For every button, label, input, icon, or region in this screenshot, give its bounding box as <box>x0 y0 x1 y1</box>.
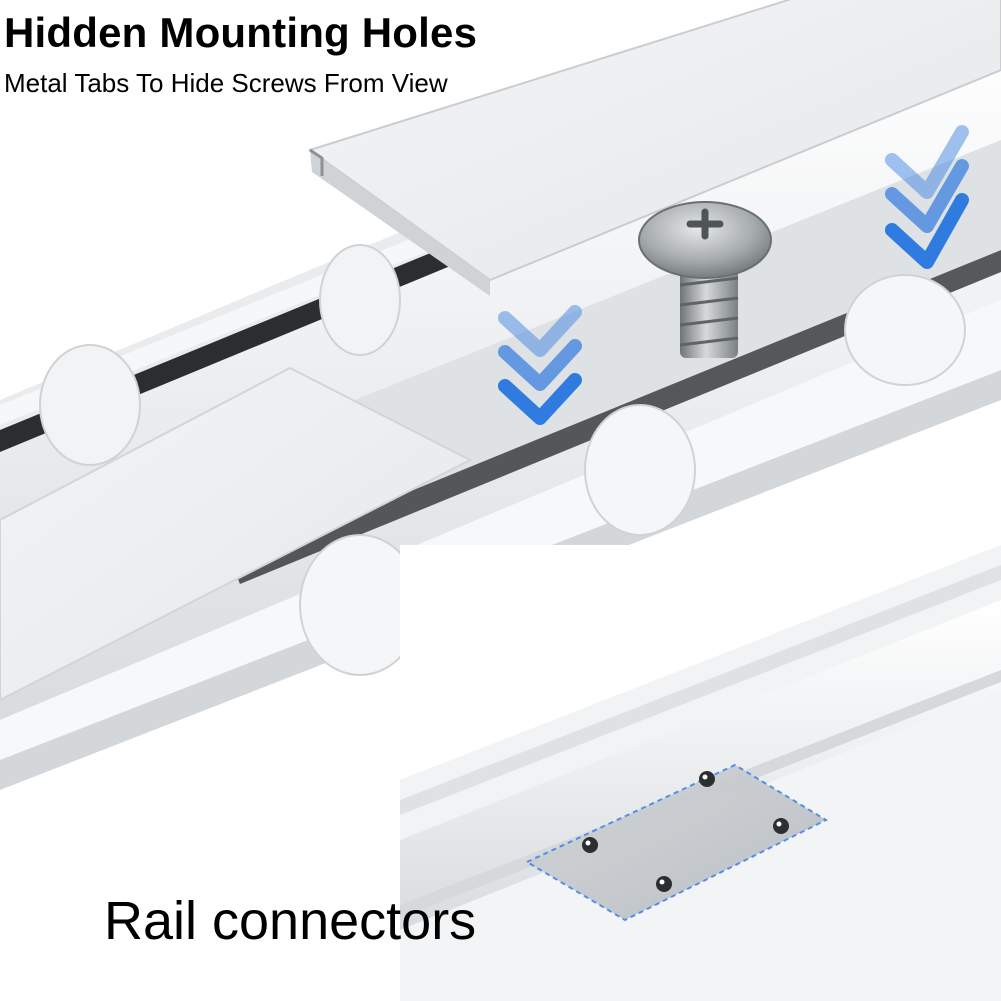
inset-caption: Rail connectors <box>104 891 477 951</box>
headline: Hidden Mounting Holes <box>4 9 478 56</box>
cover-panel-front <box>0 366 473 702</box>
plate-screws <box>582 771 789 892</box>
subheadline: Metal Tabs To Hide Screws From View <box>4 68 448 98</box>
chevron-down-arrows-center <box>498 305 582 425</box>
chevron-down-arrows-right <box>885 125 969 269</box>
pan-head-screw <box>638 201 772 358</box>
connector-plate <box>524 763 829 922</box>
connector-inset <box>400 545 1001 1001</box>
rollers <box>39 244 966 676</box>
cover-panel-lifted <box>307 0 1001 296</box>
